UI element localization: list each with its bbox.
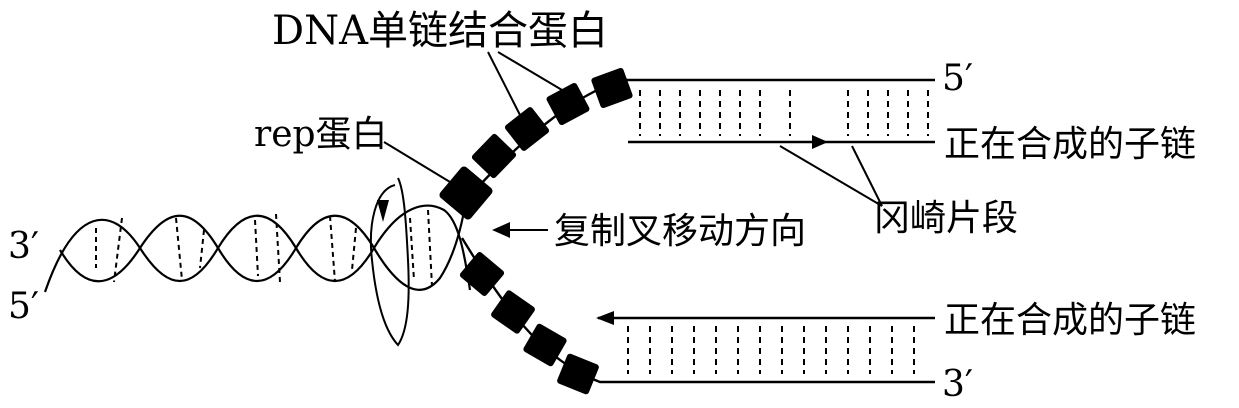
ssb-protein: [557, 353, 599, 395]
ssb-protein-label: DNA单链结合蛋白: [272, 8, 608, 54]
ssb-leader-2: [497, 51, 563, 91]
ssb-protein: [504, 107, 550, 151]
helix-strand-a: [43, 204, 472, 293]
rep-protein-label: rep蛋白: [254, 114, 388, 155]
ssb-proteins-upper: [471, 67, 633, 179]
upper-synthesis-arrowhead: [812, 135, 828, 149]
ssb-protein: [591, 67, 633, 109]
lower-base-pairs: [627, 326, 915, 374]
double-helix: [43, 177, 472, 347]
okazaki-label: 冈崎片段: [874, 198, 1018, 239]
lower-daughter-strand: [596, 311, 935, 374]
ssb-protein: [471, 133, 517, 179]
rep-leader: [383, 141, 451, 183]
ssb-protein: [491, 290, 535, 334]
end-label-top-right: 5′: [942, 58, 973, 99]
upper-base-pairs: [639, 90, 929, 136]
ssb-protein: [546, 82, 590, 126]
upper-daughter-strand: [628, 90, 935, 149]
rotation-arrowhead: [377, 200, 389, 222]
fork-direction-arrowhead: [492, 222, 510, 238]
ssb-leader-1: [487, 51, 521, 116]
daughter-strand-bottom-label: 正在合成的子链: [944, 300, 1196, 341]
okazaki-leader-2: [851, 145, 883, 207]
okazaki-leader-1: [779, 145, 883, 207]
end-label-left-lower: 5′: [8, 286, 39, 327]
rep-protein-block: [439, 166, 493, 220]
ssb-protein: [459, 252, 505, 296]
end-label-bottom-right: 3′: [942, 364, 973, 405]
end-label-left-upper: 3′: [8, 226, 39, 267]
ssb-proteins-lower: [459, 252, 599, 395]
leader-lines: [383, 51, 883, 231]
lower-synthesis-arrowhead: [596, 311, 614, 325]
helix-base-pairs: [95, 209, 433, 287]
helix-strand-b: [59, 199, 468, 291]
rotation-arrow-loop: [369, 177, 410, 347]
ssb-protein: [523, 323, 567, 367]
daughter-strand-top-label: 正在合成的子链: [944, 124, 1196, 165]
fork-direction-label: 复制叉移动方向: [554, 211, 806, 252]
